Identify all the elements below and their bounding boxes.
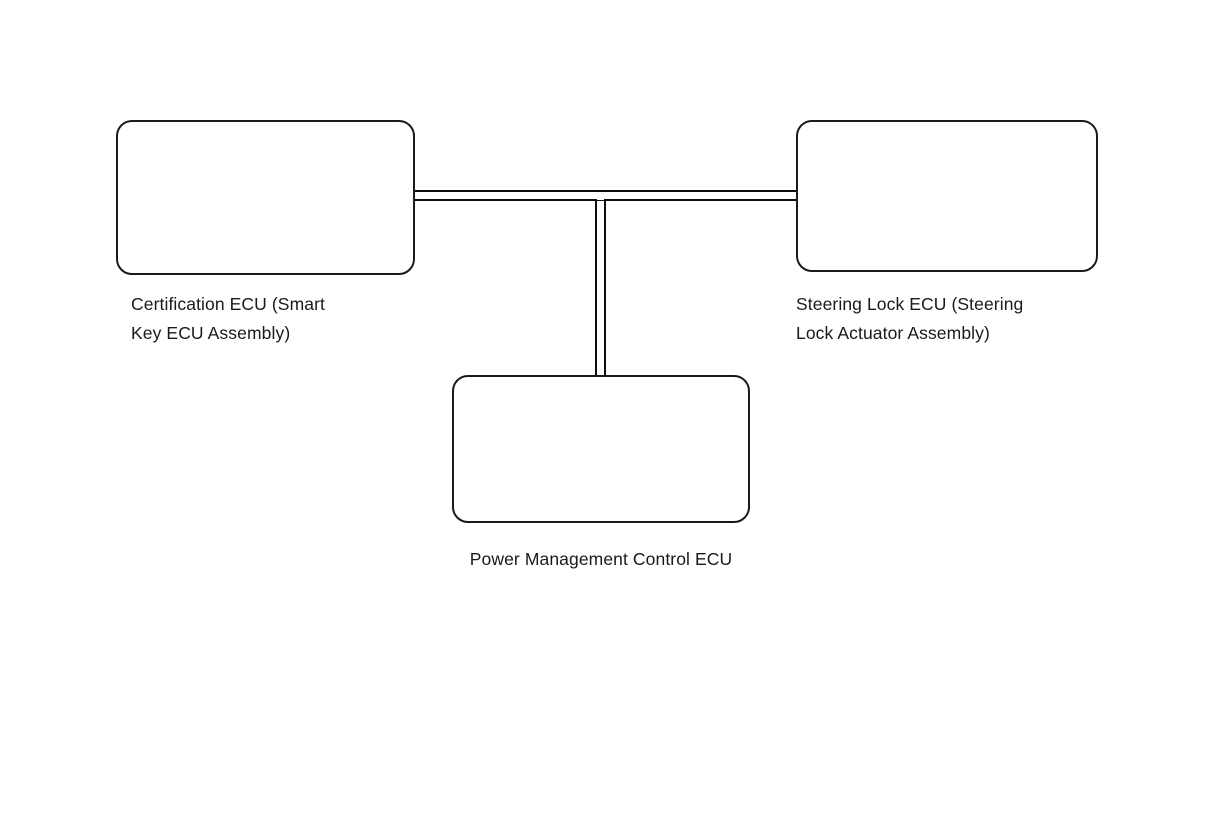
bus-line-junction-to-power-management bbox=[595, 199, 606, 377]
node-steering-lock-ecu[interactable] bbox=[796, 120, 1098, 272]
node-label-certification-ecu: Certification ECU (Smart Key ECU Assembl… bbox=[131, 294, 325, 343]
bus-line-certification-to-junction bbox=[414, 190, 602, 201]
bus-junction-node bbox=[597, 193, 604, 200]
node-power-management-ecu[interactable] bbox=[452, 375, 750, 523]
bus-line-junction-to-steering-lock bbox=[599, 190, 798, 201]
node-certification-ecu[interactable] bbox=[116, 120, 415, 275]
node-label-power-management-ecu: Power Management Control ECU bbox=[469, 549, 733, 569]
node-label-steering-lock-ecu: Steering Lock ECU (Steering Lock Actuato… bbox=[796, 294, 1024, 343]
